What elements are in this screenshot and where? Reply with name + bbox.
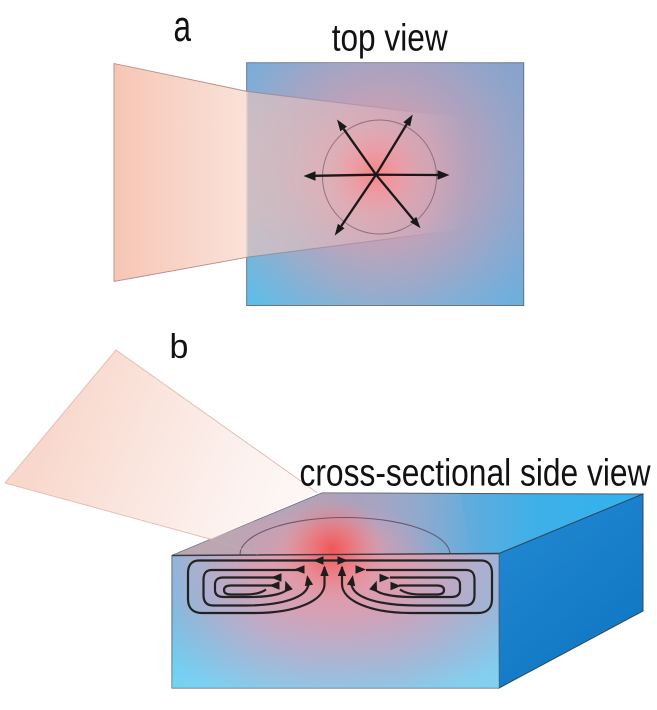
svg-text:top view: top view [332,18,448,60]
svg-text:a: a [174,2,192,51]
svg-text:cross-sectional side view: cross-sectional side view [300,453,651,495]
svg-text:b: b [170,328,189,366]
